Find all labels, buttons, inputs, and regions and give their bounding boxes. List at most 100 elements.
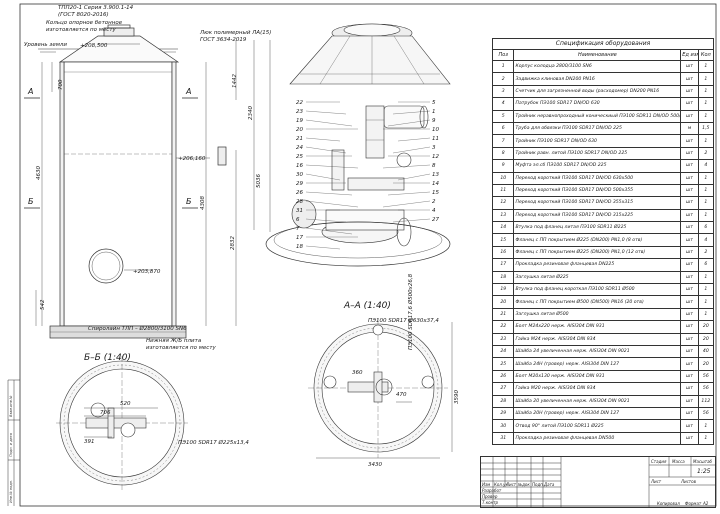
callout-leader [387, 119, 431, 127]
callout-left: 30 [296, 172, 303, 178]
spec-cell-name: Прокладка резиновая фланцевая DN225 [513, 258, 682, 272]
spec-cell-pos: 18 [491, 270, 515, 285]
stamp-podp: Подп. [532, 482, 545, 487]
spec-cell-pos: 2 [491, 72, 515, 86]
spec-cell-qty: 1 [697, 283, 715, 297]
spec-cell-name: Шайба 24 увеличенная нерж. AISI304 DIN 9… [513, 344, 682, 359]
label-sec-a-right: А [185, 87, 191, 96]
dim-4308: 4308 [200, 196, 206, 210]
spec-cell-qty: 4 [697, 159, 715, 173]
label-tpp: ТПП20-1 Серия 3.900.1-14 [58, 5, 134, 11]
label-ring2: изготовляется по месту [46, 27, 117, 33]
spec-cell-pos: 28 [491, 394, 515, 408]
spec-cell-unit: шт [680, 171, 699, 185]
spec-cell-qty: 4 [697, 233, 715, 247]
spec-cell-qty: 20 [697, 332, 715, 347]
spec-header-pos: Поз [491, 49, 515, 61]
spec-cell-name: Прокладка резиновая фланцевая DN500 [513, 431, 682, 446]
callout-leader [382, 200, 431, 208]
callout-left: 6 [296, 217, 300, 223]
spec-cell-name: Втулка под фланец короткая ПЭ100 SDR11 Ø… [513, 283, 682, 297]
dim-2832: 2832 [230, 236, 236, 250]
callout-leader [387, 191, 431, 196]
side-vzam: Взам.инв.№ [9, 395, 13, 417]
spec-cell-unit: шт [680, 146, 699, 161]
spec-cell-name: Шайба 20Н (гровер) нерж. AISI304 DIN 127 [513, 406, 682, 421]
title-block: Изм Кол.уч Лист №док Подп. Дата Разработ… [480, 456, 716, 508]
side-inv: Инв.№ подл. [9, 480, 13, 503]
spec-header-row: Поз Наименование Ед изм Кол [491, 49, 715, 61]
callout-left: 26 [296, 190, 303, 196]
spec-cell-pos: 15 [491, 233, 515, 247]
spec-cell-unit: шт [680, 59, 699, 74]
spec-cell-name: Болт М24х220 нерж. AISI304 DIN 931 [513, 320, 682, 334]
callout-left: 31 [296, 208, 303, 214]
callout-left: 22 [296, 100, 303, 106]
spec-cell-name: Болт М20х130 нерж. AISI304 DIN 931 [513, 369, 682, 384]
spec-cell-name: Заглушка литая Ø225 [513, 270, 682, 285]
sheet-frame [19, 3, 717, 507]
callout-left: 28 [296, 199, 303, 205]
dim-706: 706 [100, 410, 111, 416]
label-sec-a-left: А [27, 87, 33, 96]
spec-cell-pos: 20 [491, 295, 515, 309]
spec-cell-unit: шт [680, 245, 699, 260]
spec-cell-pos: 9 [491, 159, 515, 173]
callout-right: 5 [432, 100, 436, 106]
callout-left: 17 [296, 235, 303, 241]
label-bottom-plate2: изготовляется по месту [146, 345, 217, 351]
side-podp: Подп. и дата [9, 433, 13, 457]
spec-cell-unit: шт [680, 419, 699, 433]
spec-cell-name: Переход короткий ПЭ100 SDR17 DN/OD 630х5… [513, 171, 682, 185]
callout-right: 15 [432, 190, 439, 196]
spec-cell-name: Муфта эл.сб ПЭ100 SDR17 DN/OD 225 [513, 159, 682, 173]
spec-cell-name: Переход короткий ПЭ100 SDR17 DN/OD 355х3… [513, 196, 682, 210]
stamp-sheets: Листов [681, 479, 696, 484]
callout-leader [305, 164, 359, 169]
spec-cell-pos: 8 [491, 146, 515, 161]
dim-2340: 2340 [248, 106, 254, 120]
callout-right: 4 [432, 208, 436, 214]
spec-cell-qty: 40 [697, 344, 715, 359]
spec-cell-pos: 24 [491, 344, 515, 359]
spec-cell-name: Втулка под фланец литая ПЭ100 SDR11 Ø225 [513, 221, 682, 235]
dim-470: 470 [396, 392, 407, 398]
spec-cell-pos: 13 [491, 208, 515, 223]
callout-leader [305, 173, 341, 181]
spec-cell-pos: 19 [491, 283, 515, 297]
callout-left: 20 [296, 127, 303, 133]
spec-cell-qty: 1 [697, 295, 715, 309]
spec-cell-unit: шт [680, 196, 699, 210]
stamp-copied: Копировал [657, 501, 680, 506]
spec-cell-pos: 3 [491, 84, 515, 99]
spec-cell-unit: шт [680, 394, 699, 408]
callout-leader [305, 146, 347, 154]
spec-cell-pos: 27 [491, 382, 515, 396]
spec-cell-unit: шт [680, 233, 699, 247]
label-pipe-aa1: ПЭ100 SDR17 Ø630х37,4 [368, 317, 439, 324]
callout-leader [305, 110, 347, 115]
dim-5036: 5036 [256, 174, 262, 188]
callout-left: 19 [296, 118, 303, 124]
callout-leader [305, 119, 353, 127]
callout-right: 14 [432, 181, 439, 187]
spec-cell-qty: 1 [697, 431, 715, 446]
spec-title: Спецификация оборудования [492, 38, 714, 49]
callout-leader [392, 110, 431, 115]
spec-cell-pos: 22 [491, 320, 515, 334]
stamp-tkontr: Т.контр [482, 500, 499, 505]
label-bottom-plate: Нижняя Ж/Б плита [146, 338, 202, 344]
spec-cell-pos: 4 [491, 97, 515, 111]
spec-cell-unit: шт [680, 208, 699, 223]
callout-right: 8 [432, 163, 436, 169]
spec-cell-pos: 10 [491, 171, 515, 185]
label-ground-val: +208,500 [80, 43, 108, 49]
